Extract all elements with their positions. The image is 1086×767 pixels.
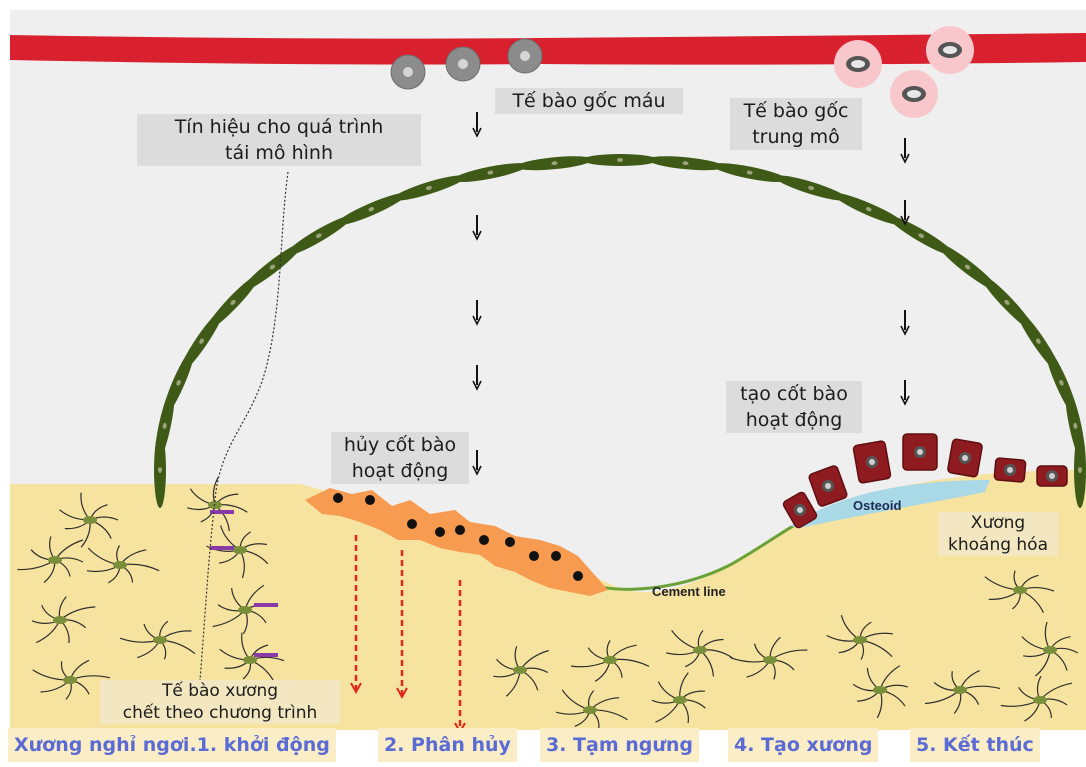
nucleus <box>529 551 539 561</box>
mesenchymal-stem-cell-label: Tế bào gốc trung mô <box>730 98 862 150</box>
blood-stem-cell <box>446 47 480 81</box>
osteoblast <box>947 439 982 478</box>
apoptotic-marker <box>254 653 278 657</box>
apoptotic-marker <box>254 603 278 607</box>
osteoblast <box>994 458 1026 483</box>
nucleus <box>333 493 343 503</box>
nucleus <box>435 527 445 537</box>
apoptotic-marker <box>210 546 234 550</box>
osteocyte-apoptosis-label: Tế bào xương chết theo chương trình <box>100 680 340 724</box>
mineralized-bone-label: Xương khoáng hóa <box>938 512 1058 556</box>
nucleus <box>573 571 583 581</box>
cement-line-label: Cement line <box>652 584 726 599</box>
stage-quiescence: 5. Kết thúc <box>910 728 1040 762</box>
nucleus <box>479 535 489 545</box>
osteoblast <box>1037 466 1067 486</box>
stage-resting-activation: Xương nghỉ ngơi.1. khởi động <box>8 728 336 762</box>
lining-cell <box>582 154 658 166</box>
nucleus <box>407 519 417 529</box>
osteoid-label: Osteoid <box>853 498 901 513</box>
nucleus <box>365 495 375 505</box>
mesenchymal-stem-cell <box>834 40 882 88</box>
stage-formation: 4. Tạo xương <box>728 728 878 762</box>
stage-resorption: 2. Phân hủy <box>378 728 517 762</box>
active-osteoclast-label: hủy cốt bào hoạt động <box>331 432 469 484</box>
remodeling-signal-label: Tín hiệu cho quá trình tái mô hình <box>137 114 421 166</box>
lining-cell <box>1074 432 1086 508</box>
stage-reversal: 3. Tạm ngưng <box>540 728 699 762</box>
blood-stem-cell <box>508 39 542 73</box>
mesenchymal-stem-cell <box>926 26 974 74</box>
active-osteoblast-label: tạo cốt bào hoạt động <box>726 381 862 433</box>
osteoblast <box>853 441 891 484</box>
nucleus <box>455 525 465 535</box>
nucleus <box>551 551 561 561</box>
mesenchymal-stem-cell <box>890 70 938 118</box>
blood-stem-cell <box>391 55 425 89</box>
osteoblast <box>903 434 937 470</box>
nucleus <box>505 537 515 547</box>
blood-stem-cell-label: Tế bào gốc máu <box>495 88 683 114</box>
